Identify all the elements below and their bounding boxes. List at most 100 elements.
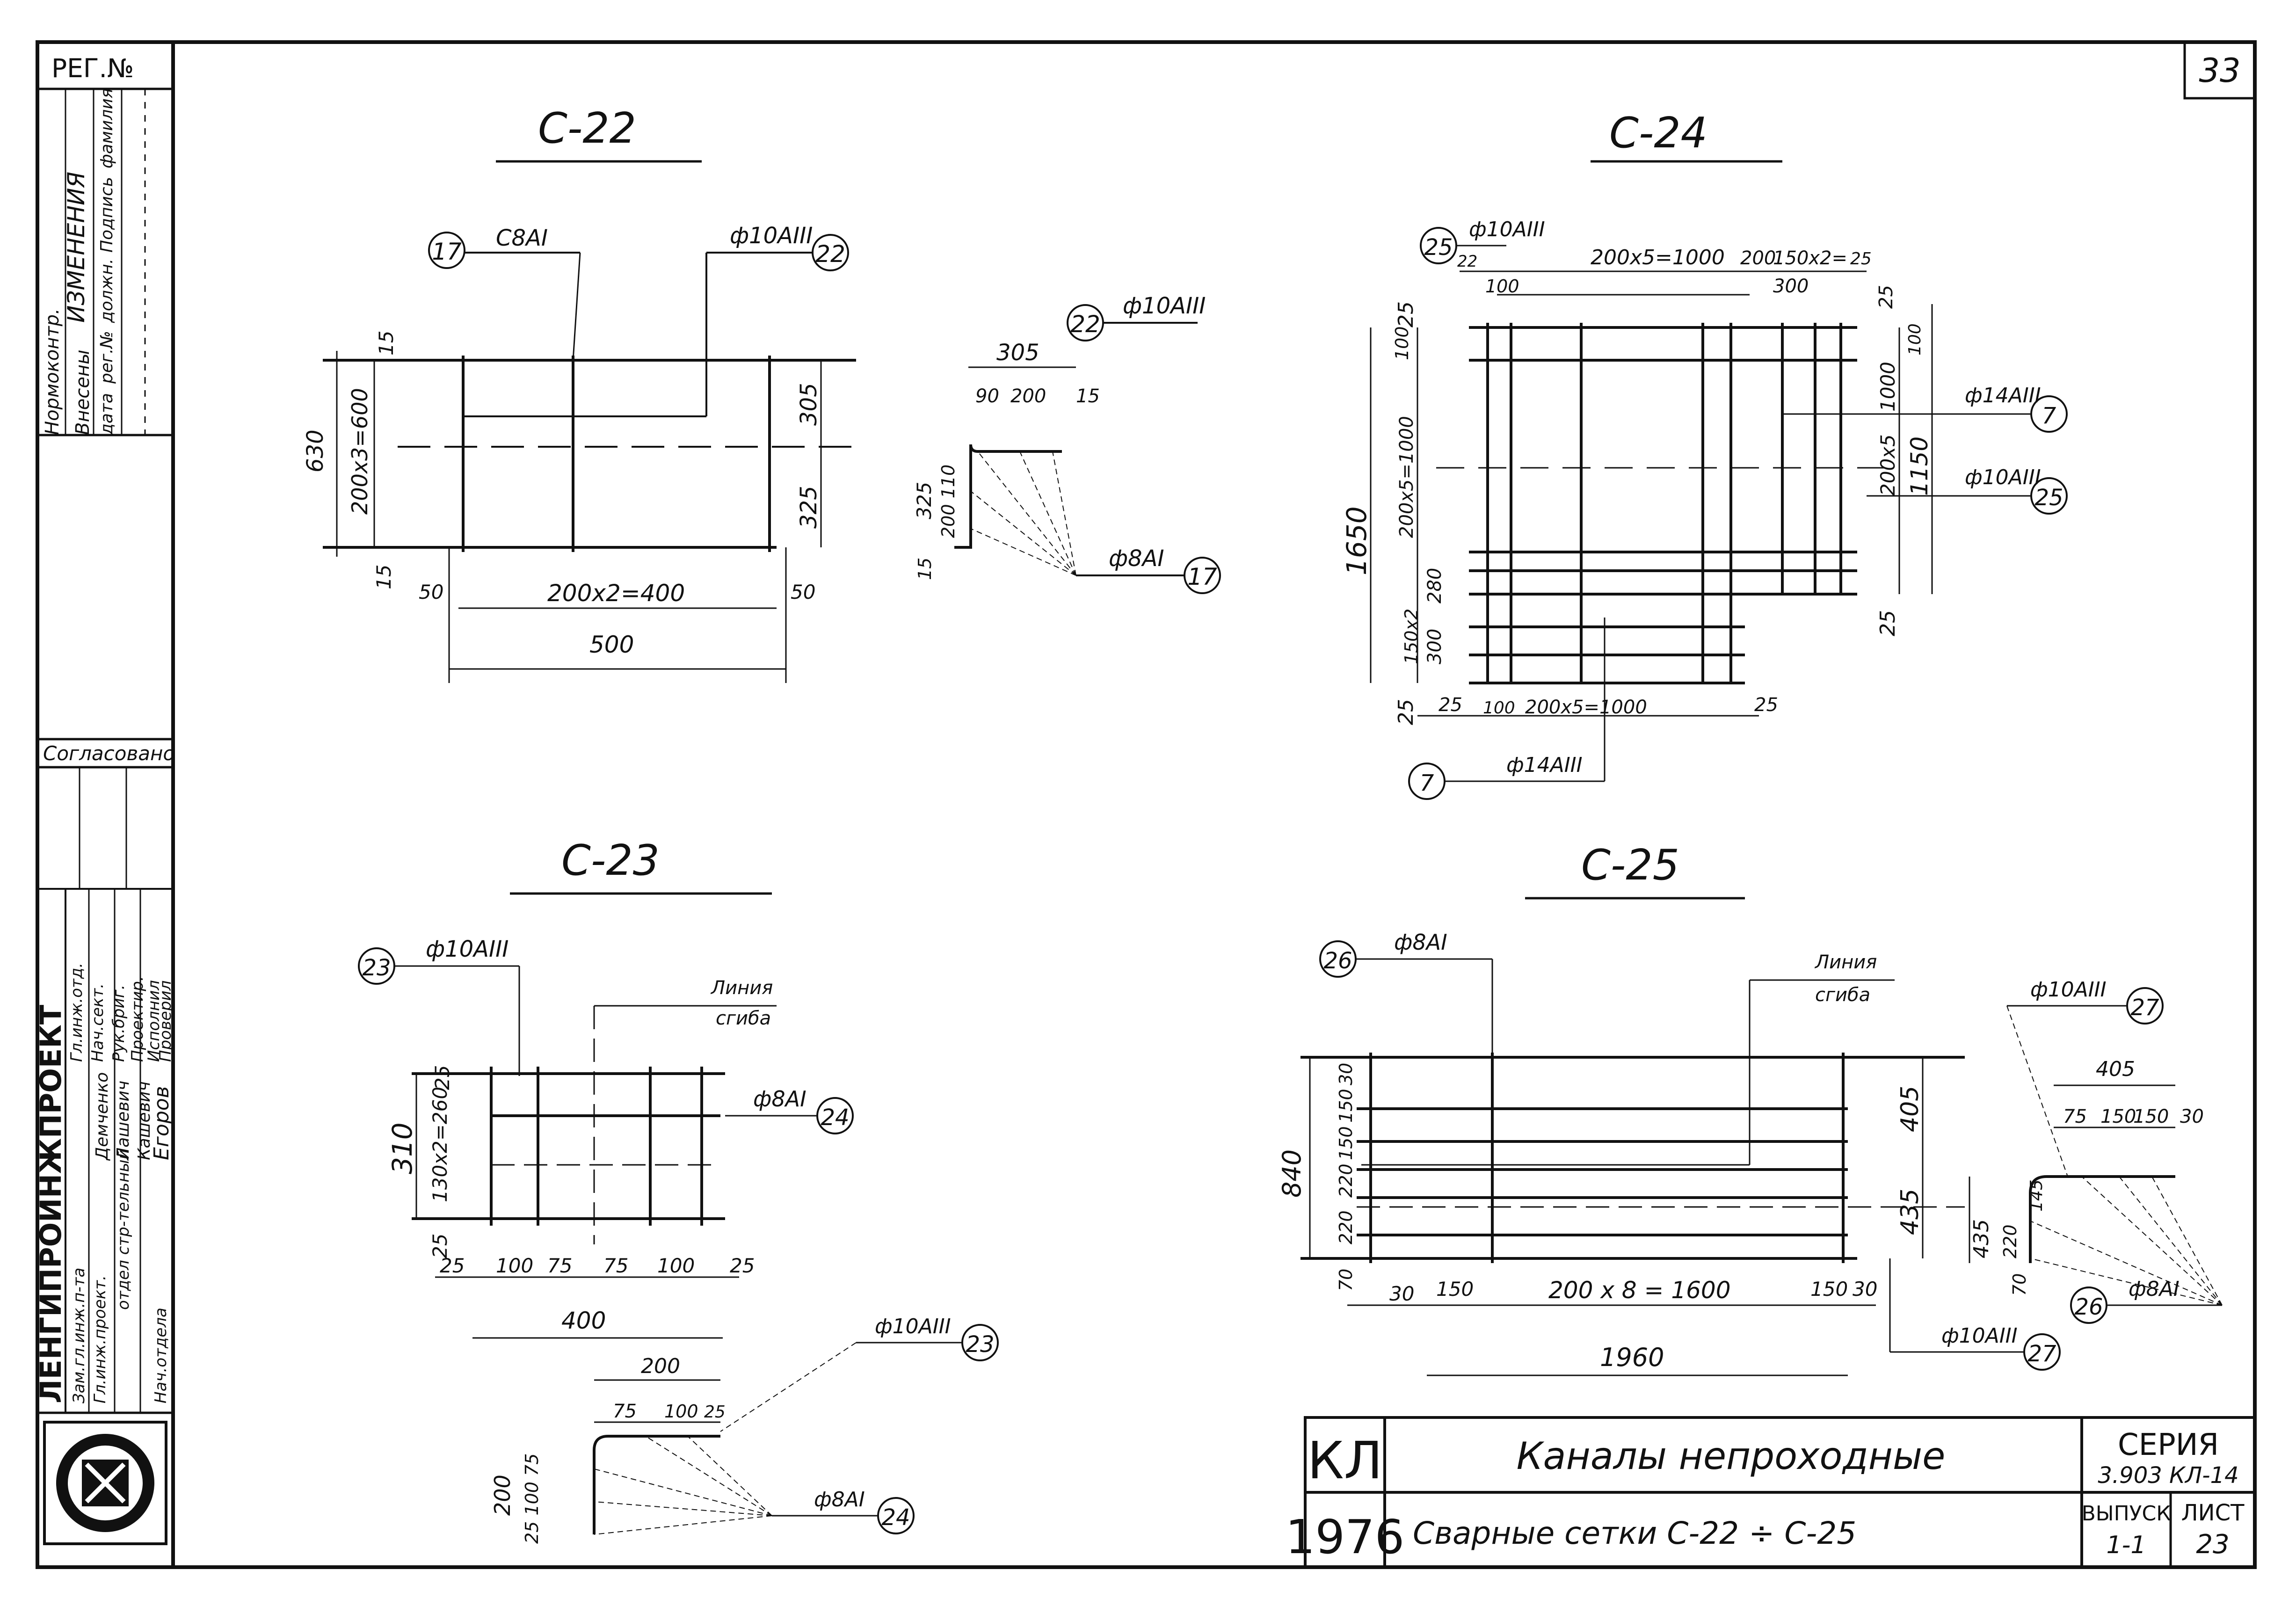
c25-dim-840: 840: [1277, 1149, 1307, 1198]
c24-right-25b: 25: [1876, 610, 1900, 636]
c24-top-100: 100: [1485, 276, 1519, 297]
c25-bend-220: 220: [2000, 1224, 2020, 1258]
reg-label: РЕГ.№: [51, 53, 134, 83]
c24-top-300: 300: [1773, 276, 1809, 297]
c23-bend-left: 200: [490, 1475, 515, 1516]
c22-dim-15b: 15: [372, 565, 395, 589]
c22-bar22-label: ф10АIII: [730, 223, 813, 249]
c25-bot-30b: 30: [1853, 1278, 1877, 1301]
c23-bend-line-2: сгиба: [716, 1008, 771, 1029]
title-code: КЛ: [1308, 1431, 1383, 1490]
c23-bend24-label: ф8АI: [814, 1488, 865, 1512]
c25-left-30: 30: [1336, 1063, 1356, 1085]
outer-frame: [36, 40, 2257, 1569]
c23-bend24-num: 24: [881, 1504, 910, 1531]
dept-line-1: Зам.гл.инж.п-та: [70, 1268, 88, 1403]
c22-bend-325: 325: [913, 482, 936, 519]
c22-dim-400: 200х2=400: [547, 580, 685, 607]
c25-bend-70: 70: [2009, 1273, 2030, 1296]
c25-dim-405: 405: [1896, 1086, 1924, 1132]
staff-name-1: Демченко: [93, 1072, 112, 1161]
org-name: ЛЕНГИПРОИНЖПРОЕКТ: [34, 1005, 68, 1403]
c23-bot-100b: 100: [657, 1254, 695, 1277]
c24-top-22: 22: [1457, 252, 1477, 271]
c24-right-1150: 1150: [1906, 436, 1933, 496]
c24-b25-num: 25: [1424, 234, 1453, 261]
staff-role-1: Гл.инж.отд.: [67, 963, 86, 1062]
c24-left-1650: 1650: [1341, 506, 1373, 575]
c24-top-dim: 200х5=1000: [1591, 246, 1725, 269]
c25-bend-75: 75: [2063, 1106, 2087, 1127]
c23-bend-25: 25: [704, 1403, 726, 1422]
c23-b24-num: 24: [821, 1105, 849, 1131]
c22-bar17-label: С8АI: [496, 225, 548, 251]
c23-bend-200: 200: [641, 1354, 680, 1378]
list-value: 23: [2196, 1529, 2229, 1560]
col-dolzhn: должн.: [97, 259, 116, 323]
c24-left-25b: 25: [1394, 699, 1418, 725]
vneseny-label: Внесены: [72, 349, 94, 435]
staff-name-3: Кашевич: [135, 1081, 154, 1160]
c25-left-150a: 150: [1336, 1089, 1356, 1123]
c23-bend-line-1: Линия: [710, 977, 773, 999]
c25-b26-label: ф8АI: [1394, 930, 1447, 955]
c25-bend-line-2: сгиба: [1815, 984, 1870, 1006]
c22-bar17-callout: [428, 232, 465, 269]
col-familiya: фамилия: [97, 88, 116, 168]
c24-title: С-24: [1609, 109, 1707, 158]
c23-bot-100a: 100: [496, 1254, 533, 1277]
c25-left-220b: 220: [1336, 1210, 1356, 1244]
c22-bend-15: 15: [1076, 385, 1100, 407]
c23-bend-75: 75: [613, 1401, 637, 1422]
c24-right-200: 200х5: [1876, 434, 1899, 496]
drawing-c22: С-22 17 С8АI 22 ф10АIII 630 200х3=600 15…: [302, 104, 1221, 683]
list-label: ЛИСТ: [2181, 1500, 2245, 1526]
sidebar-stamp: РЕГ.№ ИЗМЕНЕНИЯ Нормоконтр. Внесены дата…: [34, 53, 175, 1545]
c23-bot-75b: 75: [603, 1254, 628, 1277]
c22-dim-630: 630: [302, 429, 328, 472]
c24-bot-1000: 200х5=1000: [1525, 697, 1647, 718]
staff-name-2: Лашевич: [114, 1081, 133, 1161]
c24-b7-num: 7: [1420, 770, 1434, 796]
c22-bend-90: 90: [975, 385, 999, 407]
soglasovano-label: Согласовано: [43, 742, 175, 765]
c25-bend-30: 30: [2180, 1106, 2204, 1127]
page-number: 33: [2199, 51, 2240, 90]
c25-bend-line-1: Линия: [1814, 952, 1877, 973]
c25-bend26-num: 26: [2074, 1294, 2103, 1320]
seriya-value: 3.903 КЛ-14: [2098, 1462, 2238, 1489]
c24-top-25: 25: [1850, 249, 1872, 269]
c23-bot-75a: 75: [547, 1254, 572, 1277]
c22-dim-600: 200х3=600: [347, 388, 372, 515]
c24-r7-label: ф14АIII: [1965, 384, 2041, 407]
title-block: КЛ 1976 Каналы непроходные Сварные сетки…: [1286, 1416, 2256, 1569]
c23-b23-label: ф10АIII: [426, 936, 509, 962]
c24-left-300: 300: [1424, 629, 1446, 664]
c25-bend27-label: ф10АIII: [2030, 978, 2107, 1002]
c22-bend22-label: ф10АIII: [1123, 293, 1206, 319]
c23-dim-25b: 25: [429, 1234, 451, 1258]
c25-b27-num: 27: [2027, 1341, 2056, 1367]
institute-emblem-icon: [43, 1421, 167, 1545]
c23-dim-260: 130х2=260: [429, 1087, 451, 1202]
c24-right-1000: 1000: [1876, 362, 1899, 412]
title-year: 1976: [1286, 1510, 1405, 1564]
c22-dim-325: 325: [796, 486, 822, 529]
c22-bar22-num: 22: [815, 240, 845, 268]
drawing-c25: С-25 26 ф8АI Линия сгиба 30 150 150: [1277, 841, 2223, 1376]
c22-dim-50a: 50: [419, 581, 443, 603]
staff-role-6: Проверил: [156, 981, 175, 1062]
c22-bend-200-110: 200 110: [938, 465, 959, 538]
c25-bot-150b: 150: [1810, 1278, 1848, 1301]
c24-left-280: 280: [1424, 568, 1446, 603]
c23-bot-25a: 25: [440, 1254, 465, 1277]
dept-line-3: отдел стр-тельный: [114, 1149, 133, 1310]
c24-top-200: 200: [1740, 247, 1776, 269]
c22-bend-15b: 15: [915, 558, 935, 580]
c24-top-150: 150х2=: [1773, 247, 1847, 269]
dept-line-2: Гл.инж.проект.: [91, 1275, 109, 1403]
c25-dim-435: 435: [1896, 1189, 1924, 1235]
c25-bot-30: 30: [1389, 1282, 1414, 1305]
staff-role-4: Проектир.: [128, 976, 147, 1062]
